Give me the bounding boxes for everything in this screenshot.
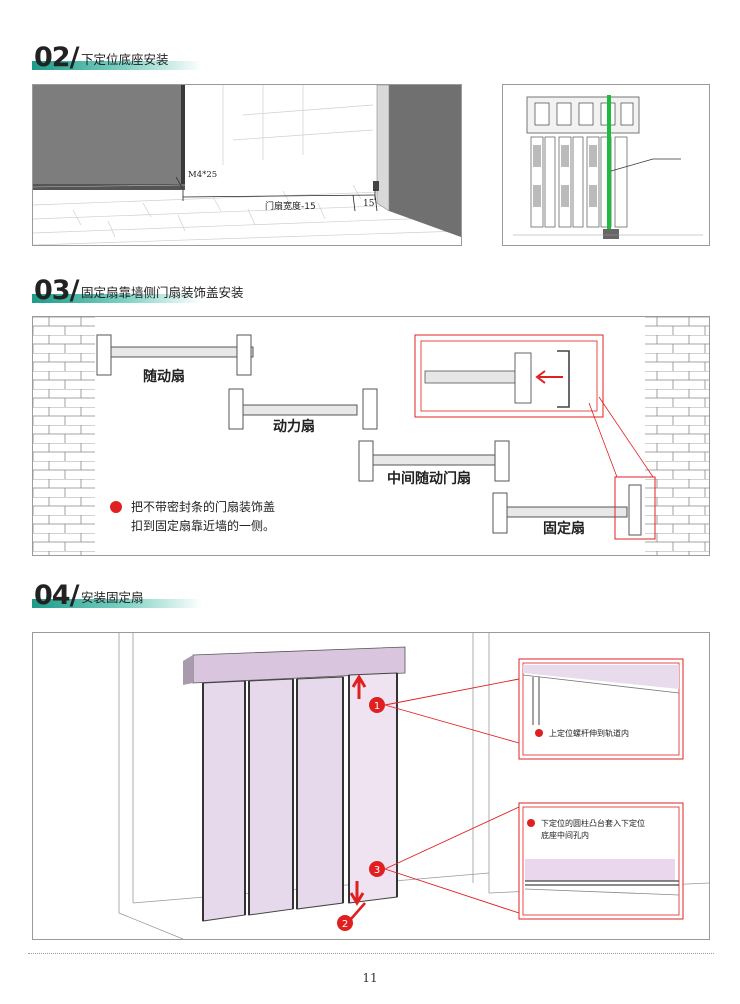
s03-plan-diagram: 随动扇 动力扇 中间随动门扇 固定扇 把不带密封条的门扇装饰盖 扣到固定扇靠近墙… [32,316,710,556]
section-03-header: 03/ 固定扇靠墙侧门扇装饰盖安装 [32,265,282,305]
s02-width-label: 门扇宽度-15 [265,200,316,212]
s03-follow-panel [102,346,254,358]
section-04-title: 安装固定扇 [81,590,144,605]
section-03-number: 03/ [34,275,79,306]
s03-note-line2: 扣到固定扇靠近墙的一侧。 [131,518,275,533]
section-04-number: 04/ [34,580,79,611]
section-02-band [32,61,202,70]
s03-right-wall [645,317,709,555]
svg-text:3: 3 [374,865,380,876]
s02-floor-svg: M4*25 门扇宽度-15 15 [33,85,461,245]
section-03-title: 固定扇靠墙侧门扇装饰盖安装 [81,285,244,300]
s02-section-svg [513,95,703,239]
s04-marker-2 [337,915,353,931]
s03-label-fixed: 固定扇 [543,520,585,537]
section-02-title: 下定位底座安装 [81,52,169,67]
s04-install-svg: 1 2 3 上定位螺杆伸到轨道内 下定位的圆柱凸台套入下定位 底座中间孔内 [118,633,709,939]
s02-floor-diagram: M4*25 门扇宽度-15 15 [32,84,462,246]
s03-plan-svg: 随动扇 动力扇 中间随动门扇 固定扇 把不带密封条的门扇装饰盖 扣到固定扇靠近墙… [33,317,709,555]
s04-marker-3 [369,861,385,877]
s03-middle-panel [366,454,508,466]
svg-text:2: 2 [342,919,348,930]
s04-callout-2-line2: 底座中间孔内 [541,830,589,840]
s03-left-wall [33,317,95,555]
s03-fixed-panel [496,506,628,518]
s03-label-follow: 随动扇 [143,368,185,385]
s04-callout-1-text: 上定位螺杆伸到轨道内 [549,728,629,738]
s04-install-diagram: 1 2 3 上定位螺杆伸到轨道内 下定位的圆柱凸台套入下定位 底座中间孔内 [32,632,710,940]
page-number: 11 [362,971,378,985]
s03-label-middle: 中间随动门扇 [387,470,471,487]
s03-label-power: 动力扇 [273,418,315,435]
section-02-number: 02/ [34,42,79,73]
s04-callout-2-line1: 下定位的圆柱凸台套入下定位 [541,818,645,828]
s03-power-panel [236,404,358,416]
footer-divider [28,953,714,954]
s03-note-bullet [110,501,122,513]
section-02-header: 02/ 下定位底座安装 [32,32,232,72]
section-04-band [32,599,202,608]
s03-note-line1: 把不带密封条的门扇装饰盖 [131,499,275,514]
section-04-header: 04/ 安装固定扇 [32,570,232,610]
section-03-band [32,294,202,303]
svg-text:1: 1 [374,701,380,712]
s02-gap-label: 15 [363,199,375,209]
s04-marker-1 [369,697,385,713]
s02-section-diagram [502,84,710,246]
s02-screw-label: M4*25 [188,170,217,180]
